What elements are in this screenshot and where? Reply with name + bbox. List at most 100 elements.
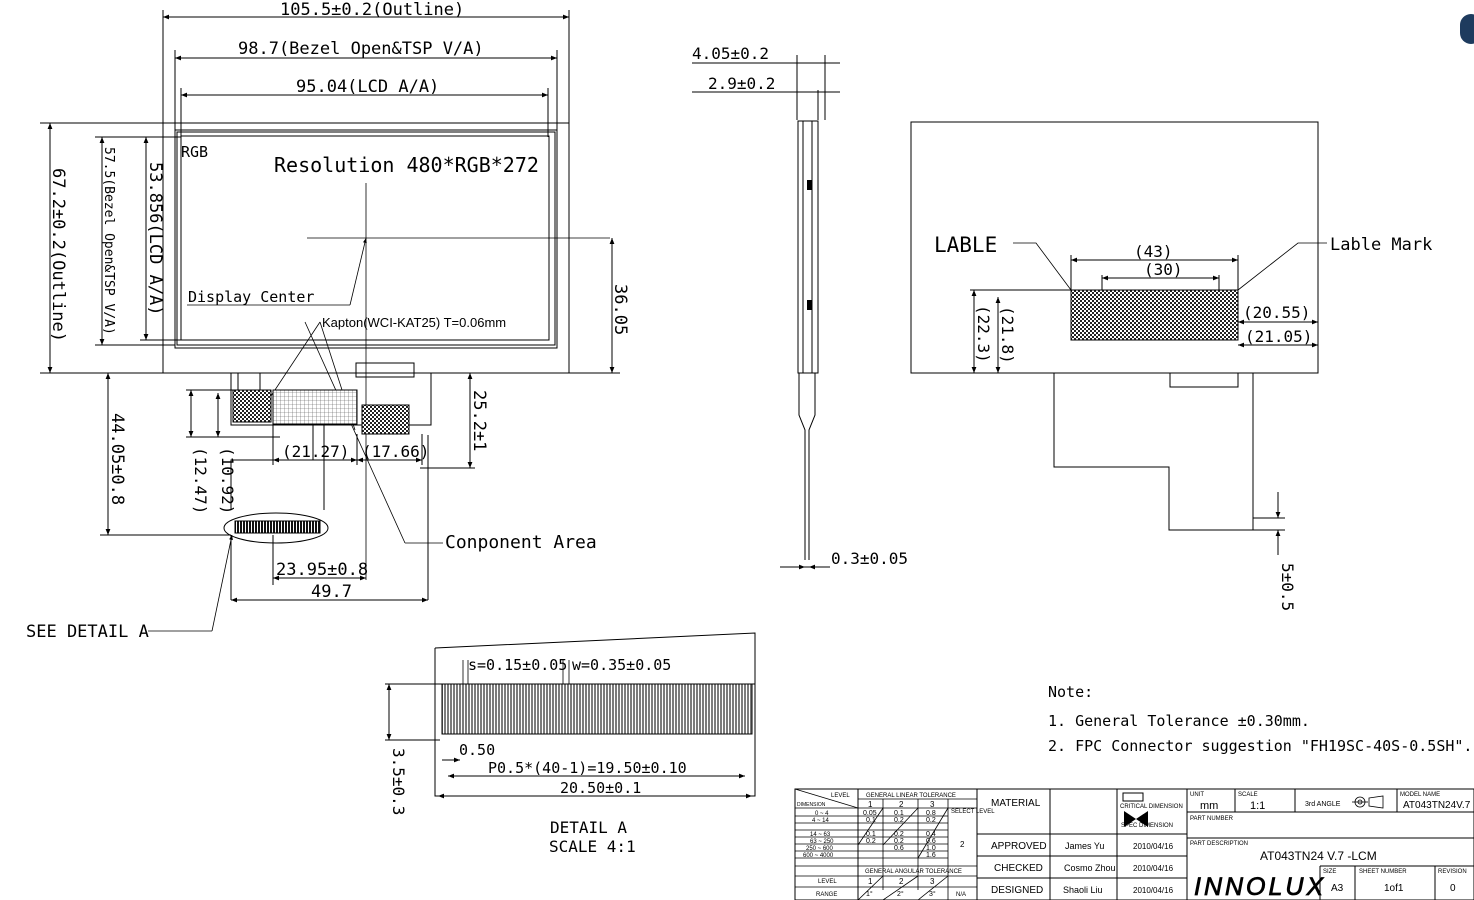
tol-r3: 14 ~ 63: [810, 832, 831, 838]
side-view: 4.05±0.2 2.9±0.2 0.3±0.05: [692, 44, 908, 570]
dim-5: 5±0.5: [1278, 563, 1297, 611]
tol-col-3: 3: [930, 800, 935, 809]
tol-v53: 1.0: [926, 845, 936, 852]
note-1: 1. General Tolerance ±0.30mm.: [1048, 712, 1310, 730]
tol-linear-head: GENERAL LINEAR TOLERANCE: [866, 793, 956, 799]
tol-v11: 0.05: [863, 810, 877, 817]
critical-symbol: [1122, 792, 1144, 802]
detail-scale: SCALE 4:1: [549, 837, 636, 856]
bezel-width-dim: 98.7(Bezel Open&TSP V/A): [238, 39, 484, 59]
detail-a: 3.5±0.3 s=0.15±0.05 w=0.35±0.05 0.50 P0.…: [385, 632, 756, 856]
dim-2055: (20.55): [1243, 303, 1310, 322]
spec-label: SPEC DIMENSION: [1121, 823, 1173, 829]
component-area-label: Conponent Area: [445, 532, 597, 553]
designed-label: DESIGNED: [991, 885, 1043, 896]
tol-v31: 0.1: [866, 831, 876, 838]
tol-a2: 2°: [897, 890, 904, 898]
checked-by: Cosmo Zhou: [1064, 863, 1116, 873]
designed-by: Shaoli Liu: [1063, 885, 1103, 895]
dim-2127: (21.27): [282, 442, 349, 461]
size-label: SIZE: [1323, 869, 1336, 875]
note-2: 2. FPC Connector suggestion "FH19SC-40S-…: [1048, 737, 1472, 755]
tol-v32: 0.2: [894, 831, 904, 838]
approved-by: James Yu: [1065, 841, 1104, 851]
designed-date: 2010/04/16: [1133, 886, 1174, 895]
tol-range: RANGE: [816, 892, 837, 898]
dim-43: (43): [1134, 242, 1173, 261]
tol-r6: 600 ~ 4000: [803, 853, 834, 859]
projection-icon: [1352, 795, 1384, 809]
part-desc-label: PART DESCRIPTION: [1190, 841, 1248, 847]
revision-label: REVISION: [1438, 869, 1467, 875]
part-number-label: PART NUMBER: [1190, 816, 1234, 822]
tol-v42: 0.2: [894, 838, 904, 845]
tol-v21: 0.1: [866, 817, 876, 824]
tol-v41: 0.2: [866, 838, 876, 845]
dim-1092: (10.92): [218, 447, 237, 514]
notes: Note: 1. General Tolerance ±0.30mm. 2. F…: [1048, 683, 1472, 755]
innolux-logo: INNOLUX: [1194, 873, 1326, 900]
corner-app-icon[interactable]: [1460, 14, 1474, 44]
tol-dimension-head: DIMENSION: [797, 802, 826, 808]
dim-36: 36.05: [610, 284, 630, 335]
tol-ang-col-2: 2: [899, 877, 904, 886]
tol-select-level: SELECT LEVEL: [951, 809, 995, 815]
detail-s: s=0.15±0.05: [468, 656, 567, 674]
unit-label: UNIT: [1190, 792, 1204, 798]
checked-label: CHECKED: [994, 863, 1043, 874]
tol-r2: 4 ~ 14: [812, 818, 830, 824]
tol-v22: 0.2: [894, 817, 904, 824]
front-view: 105.5±0.2(Outline) 98.7(Bezel Open&TSP V…: [26, 0, 630, 642]
model-label: MODEL NAME: [1400, 792, 1440, 798]
dim-4405: 44.05±0.8: [107, 413, 127, 505]
tol-na: N/A: [956, 892, 966, 898]
detail-title: DETAIL A: [550, 818, 627, 837]
scale-label: SCALE: [1238, 792, 1258, 798]
tol-r4: 63 ~ 250: [810, 839, 834, 845]
kapton-label: Kapton(WCI-KAT25) T=0.06mm: [322, 315, 506, 330]
detail-h: 3.5±0.3: [389, 748, 408, 815]
tol-v52: 0.6: [894, 845, 904, 852]
dim-2105: (21.05): [1245, 327, 1312, 346]
detail-p050: 0.50: [459, 741, 495, 759]
tol-v13: 0.8: [926, 810, 936, 817]
rgb-label: RGB: [181, 143, 208, 161]
sheet-label: SHEET NUMBER: [1359, 869, 1407, 875]
dim-2395: 23.95±0.8: [276, 560, 368, 580]
tol-v43: 0.6: [926, 838, 936, 845]
approved-date: 2010/04/16: [1133, 842, 1174, 851]
angle-label: 3rd ANGLE: [1305, 801, 1341, 808]
sheet-value: 1of1: [1384, 883, 1404, 894]
tol-r1: 0 ~ 4: [815, 811, 829, 817]
approved-label: APPROVED: [991, 841, 1047, 852]
part-desc-value: AT043TN24 V.7 -LCM: [1260, 849, 1377, 863]
tol-a1: 1°: [866, 890, 873, 898]
dim-497: 49.7: [311, 582, 352, 602]
tol-col-2: 2: [899, 800, 904, 809]
bezel-height-dim: 57.5(Bezel Open&TSP V/A): [101, 147, 116, 335]
tol-level-head: LEVEL: [831, 793, 850, 799]
dim-1766: (17.66): [362, 442, 429, 461]
unit-value: mm: [1200, 800, 1218, 812]
tol-v23: 0.2: [926, 817, 936, 824]
lable-mark-label: Lable Mark: [1330, 235, 1432, 255]
model-value: AT043TN24V.7: [1403, 800, 1471, 811]
resolution-label: Resolution 480*RGB*272: [274, 153, 539, 177]
spec-symbol: [1124, 811, 1148, 827]
note-head: Note:: [1048, 683, 1093, 701]
outline-height-dim: 67.2±0.2(Outline): [48, 168, 68, 342]
lcd-width-dim: 95.04(LCD A/A): [296, 77, 439, 97]
title-block: LEVEL DIMENSION GENERAL LINEAR TOLERANCE…: [794, 788, 1474, 900]
dim-29: 2.9±0.2: [708, 74, 775, 93]
back-view: 5±0.5 LABLE Lable Mark (43) (30) (20.55)…: [910, 121, 1432, 611]
dim-252: 25.2±1: [469, 390, 489, 451]
tol-col-1: 1: [868, 800, 873, 809]
tol-level-2: LEVEL: [818, 879, 837, 885]
scale-value: 1:1: [1250, 800, 1265, 812]
lable-label: LABLE: [934, 233, 997, 257]
dim-223: (22.3): [974, 305, 993, 363]
lcd-height-dim: 53.856(LCD A/A): [145, 162, 165, 316]
detail-w: w=0.35±0.05: [572, 656, 671, 674]
revision-value: 0: [1450, 883, 1456, 894]
checked-date: 2010/04/16: [1133, 864, 1174, 873]
